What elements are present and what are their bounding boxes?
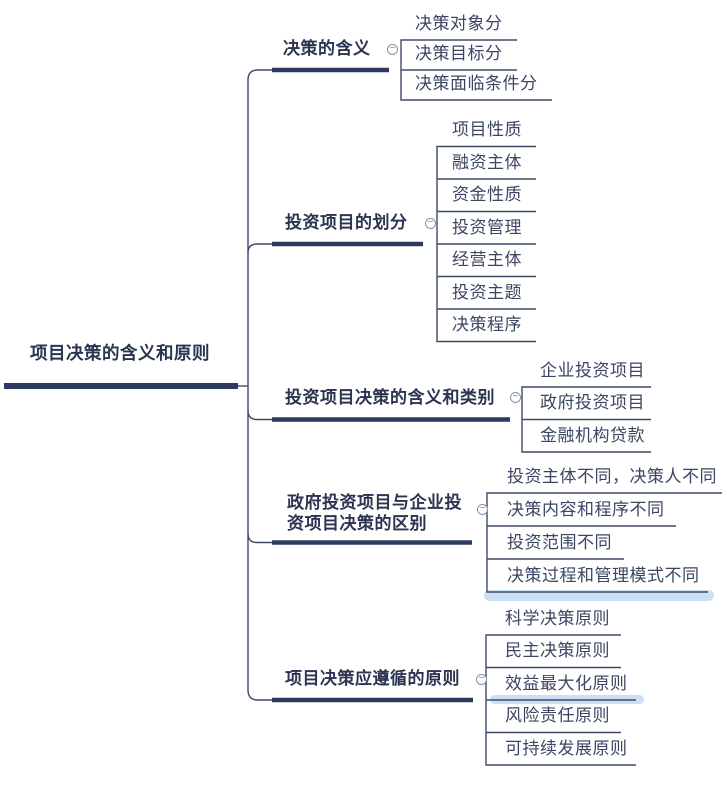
branch4-stub (247, 533, 272, 544)
subtopic[interactable]: 资金性质 (452, 185, 522, 204)
collapse-button[interactable]: − (477, 504, 488, 515)
branch-topic-3[interactable]: 投资项目决策的含义和类别 (285, 388, 495, 407)
subtopic[interactable]: 决策面临条件分 (415, 74, 538, 93)
root-underline-bar (4, 383, 238, 389)
branch5-underline-bar (272, 697, 473, 703)
subtopic[interactable]: 决策对象分 (415, 14, 503, 33)
collapse-button[interactable]: − (476, 674, 487, 685)
branch-topic-4[interactable]: 政府投资项目与企业投资项目决策的区别 (287, 493, 462, 533)
subtopic[interactable]: 金融机构贷款 (540, 426, 645, 445)
subtopic[interactable]: 决策过程和管理模式不同 (507, 566, 700, 585)
branch2-children-lines (436, 145, 536, 343)
branch3-children-lines (521, 386, 651, 453)
subtopic[interactable]: 投资范围不同 (507, 533, 612, 552)
subtopic[interactable]: 政府投资项目 (540, 393, 645, 412)
minus-icon: − (427, 217, 434, 228)
subtopic[interactable]: 决策程序 (452, 315, 522, 334)
subtopic[interactable]: 风险责任原则 (505, 706, 610, 725)
collapse-button[interactable]: − (387, 44, 398, 55)
subtopic[interactable]: 效益最大化原则 (505, 674, 628, 693)
branch3-stub (247, 410, 272, 421)
subtopic[interactable]: 经营主体 (452, 250, 522, 269)
root-topic[interactable]: 项目决策的含义和原则 (30, 343, 210, 363)
branch2-stub (247, 243, 272, 254)
subtopic[interactable]: 融资主体 (452, 153, 522, 172)
collapse-button[interactable]: − (510, 392, 521, 403)
minus-icon: − (478, 673, 485, 684)
branch-topic-2[interactable]: 投资项目的划分 (285, 213, 408, 232)
branch4-children-lines (486, 492, 722, 593)
subtopic[interactable]: 科学决策原则 (505, 609, 610, 628)
branch1-children-lines (400, 39, 552, 101)
branch4-underline-bar (272, 540, 472, 545)
collapse-button[interactable]: − (425, 218, 436, 229)
branch2-underline-bar (272, 241, 423, 247)
subtopic[interactable]: 投资主体不同，决策人不同 (507, 467, 717, 486)
subtopic[interactable]: 企业投资项目 (540, 361, 645, 380)
branch5-children-lines (485, 634, 636, 766)
subtopic[interactable]: 项目性质 (452, 120, 522, 139)
subtopic[interactable]: 民主决策原则 (505, 641, 610, 660)
minus-icon: − (479, 503, 486, 514)
branch3-underline-bar (272, 417, 510, 422)
branch-topic-5[interactable]: 项目决策应遵循的原则 (285, 669, 460, 688)
minus-icon: − (512, 391, 519, 402)
thin-connectors (237, 39, 722, 766)
subtopic[interactable]: 可持续发展原则 (505, 739, 628, 758)
minus-icon: − (389, 43, 396, 54)
branch1-underline-bar (272, 67, 389, 73)
subtopic[interactable]: 决策内容和程序不同 (507, 500, 665, 519)
subtopic[interactable]: 决策目标分 (415, 44, 503, 63)
branch-topic-1[interactable]: 决策的含义 (283, 39, 371, 58)
subtopic[interactable]: 投资管理 (452, 218, 522, 237)
branch-underline-bars (4, 67, 510, 703)
subtopic[interactable]: 投资主题 (452, 283, 522, 302)
selection-highlight (484, 590, 714, 601)
main-rail (247, 69, 272, 701)
